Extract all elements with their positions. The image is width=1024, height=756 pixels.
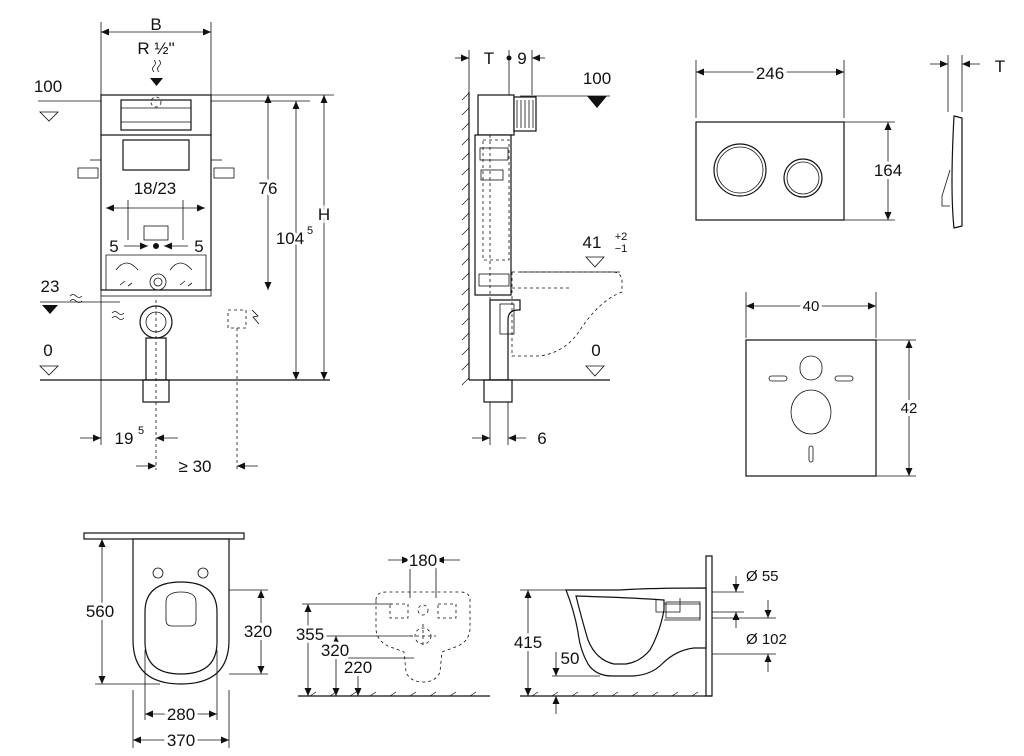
dim-104-sup: 5 — [307, 225, 313, 237]
frame-front-view: B R ½" 100 18/23 5 5 — [34, 15, 334, 476]
dim-30-label: ≥ 30 — [179, 457, 212, 476]
plate-width-label: 246 — [756, 64, 784, 83]
bowl-depth-label: 320 — [244, 622, 272, 641]
side-t-label: T — [484, 49, 494, 68]
sound-mat-view: 40 42 — [745, 292, 920, 477]
dim-76-label: 76 — [259, 179, 278, 198]
plate-t-label: T — [995, 57, 1005, 76]
dim-h-label: H — [318, 205, 330, 224]
side-tol-plus: +2 — [615, 231, 628, 243]
section-h50-label: 50 — [561, 649, 580, 668]
dim-18-23-label: 18/23 — [134, 179, 177, 198]
dim-5-right-label: 5 — [194, 237, 203, 256]
bowl-inner-width-label: 280 — [167, 705, 195, 724]
side-level-41-label: 41 — [583, 233, 602, 252]
bowl-length-label: 560 — [86, 602, 114, 621]
frame-side-view: T 9 100 41 +2 −1 0 — [455, 49, 627, 448]
rear-h320-label: 320 — [321, 641, 349, 660]
rear-h220-label: 220 — [344, 658, 372, 677]
dim-19-sup: 5 — [138, 425, 144, 437]
side-dim-6-label: 6 — [537, 429, 546, 448]
flush-plate-view: 246 164 T — [695, 55, 1005, 229]
rear-h355-label: 355 — [296, 625, 324, 644]
level-100-label: 100 — [34, 77, 62, 96]
bowl-top-view: 560 320 280 370 — [83, 532, 275, 753]
side-level-100-label: 100 — [583, 69, 611, 88]
dim-104-label: 104 — [276, 229, 304, 248]
bowl-section-view: Ø 55 Ø 102 415 50 — [511, 555, 787, 714]
wall-hatch — [461, 92, 470, 386]
section-d55-label: Ø 55 — [746, 568, 779, 585]
thread-label: R ½" — [137, 39, 174, 58]
rear-spacing-label: 180 — [409, 551, 437, 570]
level-0-label: 0 — [43, 341, 52, 360]
bowl-width-label: 370 — [167, 731, 195, 750]
plate-height-label: 164 — [874, 161, 902, 180]
bowl-rear-view: 180 355 320 220 — [293, 548, 490, 697]
side-level-0-label: 0 — [591, 341, 600, 360]
section-height-label: 415 — [514, 633, 542, 652]
mat-width-label: 40 — [803, 298, 820, 315]
dim-5-left-label: 5 — [109, 237, 118, 256]
level-23-label: 23 — [41, 277, 60, 296]
mat-height-label: 42 — [901, 400, 918, 417]
side-9-label: 9 — [517, 49, 526, 68]
dim-b-label: B — [150, 15, 161, 34]
side-tol-minus: −1 — [615, 243, 628, 255]
dim-19-label: 19 — [115, 429, 134, 448]
section-d102-label: Ø 102 — [746, 631, 787, 648]
